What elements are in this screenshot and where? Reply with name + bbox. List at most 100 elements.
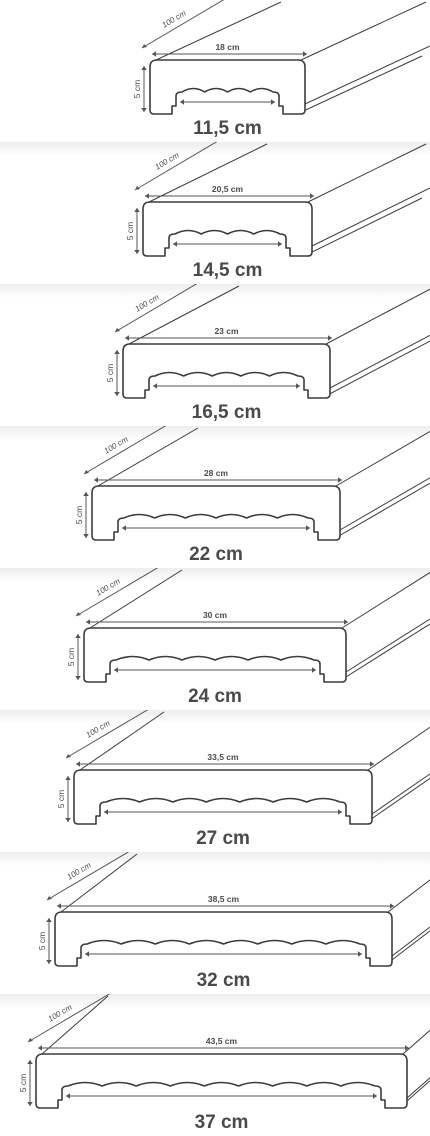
- length-dimension-line: [46, 852, 130, 901]
- length-label: 100 cm: [160, 8, 187, 29]
- height-arrow-bottom: [27, 1102, 33, 1106]
- width-arrow-left: [57, 903, 61, 909]
- height-arrow-bottom: [114, 392, 120, 396]
- height-arrow-top: [114, 350, 120, 354]
- length-arrow: [28, 1038, 33, 1042]
- depth-lines: [89, 569, 430, 683]
- height-label: 5 cm: [56, 790, 66, 808]
- inner-arrow-left: [122, 525, 126, 531]
- profile-drawing: 18 cm 100 cm 5 cm 11,5 cm: [132, 0, 430, 139]
- inner-arrow-right: [338, 809, 342, 815]
- width-arrow-left: [38, 1045, 42, 1051]
- inner-width-label: 24 cm: [188, 686, 242, 707]
- inner-arrow-left: [114, 667, 118, 673]
- height-arrow-bottom: [83, 534, 89, 538]
- inner-arrow-left: [153, 383, 157, 389]
- width-arrow-left: [125, 335, 129, 341]
- panel-separator: [0, 710, 430, 724]
- inner-arrow-right: [373, 1093, 377, 1099]
- length-arrow: [135, 186, 140, 190]
- profile-panel: 18 cm 100 cm 5 cm 11,5 cm: [0, 0, 430, 142]
- length-dimension-line: [75, 568, 159, 617]
- height-arrow-top: [65, 776, 71, 780]
- width-label: 43,5 cm: [206, 1036, 238, 1046]
- inner-width-label: 14,5 cm: [193, 260, 263, 281]
- depth-lines: [97, 427, 430, 541]
- depth-lines: [128, 285, 430, 399]
- width-label: 20,5 cm: [212, 184, 244, 194]
- length-dimension-line: [65, 710, 149, 759]
- depth-lines: [155, 1, 430, 115]
- profile-outline: [149, 59, 306, 115]
- inner-width-label: 11,5 cm: [193, 118, 262, 139]
- width-arrow-right: [328, 335, 332, 341]
- profile-outline: [35, 1053, 408, 1109]
- height-arrow-top: [46, 918, 52, 922]
- height-label: 5 cm: [66, 648, 76, 666]
- height-arrow-bottom: [75, 676, 81, 680]
- inner-arrow-right: [278, 241, 282, 247]
- profile-outline: [91, 485, 341, 541]
- inner-arrow-right: [271, 99, 275, 105]
- length-arrow: [84, 470, 89, 474]
- width-arrow-left: [86, 619, 90, 625]
- depth-lines: [41, 995, 430, 1109]
- width-arrow-right: [310, 193, 314, 199]
- width-arrow-left: [76, 761, 80, 767]
- height-label: 5 cm: [132, 80, 142, 98]
- height-arrow-top: [83, 492, 89, 496]
- length-dimension-line: [141, 0, 225, 49]
- width-label: 23 cm: [214, 326, 239, 336]
- panel-separator: [0, 426, 430, 440]
- width-arrow-right: [390, 903, 394, 909]
- height-label: 5 cm: [125, 222, 135, 240]
- width-label: 33,5 cm: [207, 752, 239, 762]
- width-arrow-left: [152, 51, 156, 57]
- profile-outline: [83, 627, 347, 683]
- length-arrow: [76, 612, 81, 616]
- width-arrow-left: [94, 477, 98, 483]
- length-dimension-line: [134, 142, 218, 191]
- panel-separator: [0, 142, 430, 156]
- profile-outline: [54, 911, 393, 967]
- inner-width-label: 22 cm: [189, 544, 243, 565]
- height-arrow-bottom: [46, 960, 52, 964]
- width-arrow-right: [344, 619, 348, 625]
- length-arrow: [66, 754, 71, 758]
- panel-separator: [0, 284, 430, 298]
- length-arrow: [115, 328, 120, 332]
- width-label: 18 cm: [215, 42, 240, 52]
- width-arrow-left: [145, 193, 149, 199]
- inner-arrow-left: [85, 951, 89, 957]
- inner-arrow-left: [66, 1093, 70, 1099]
- length-dimension-line: [27, 994, 111, 1043]
- inner-width-label: 16,5 cm: [192, 402, 262, 423]
- height-arrow-top: [75, 634, 81, 638]
- panel-separator: [0, 852, 430, 866]
- inner-arrow-right: [312, 667, 316, 673]
- height-label: 5 cm: [37, 932, 47, 950]
- width-arrow-right: [338, 477, 342, 483]
- inner-arrow-left: [104, 809, 108, 815]
- depth-lines: [148, 143, 430, 257]
- inner-width-label: 27 cm: [196, 828, 250, 849]
- profile-outline: [73, 769, 373, 825]
- height-arrow-top: [141, 66, 147, 70]
- inner-arrow-left: [173, 241, 177, 247]
- width-label: 38,5 cm: [208, 894, 240, 904]
- inner-width-label: 37 cm: [195, 1112, 249, 1133]
- depth-lines: [79, 711, 430, 825]
- height-label: 5 cm: [18, 1074, 28, 1092]
- inner-arrow-right: [358, 951, 362, 957]
- width-arrow-right: [370, 761, 374, 767]
